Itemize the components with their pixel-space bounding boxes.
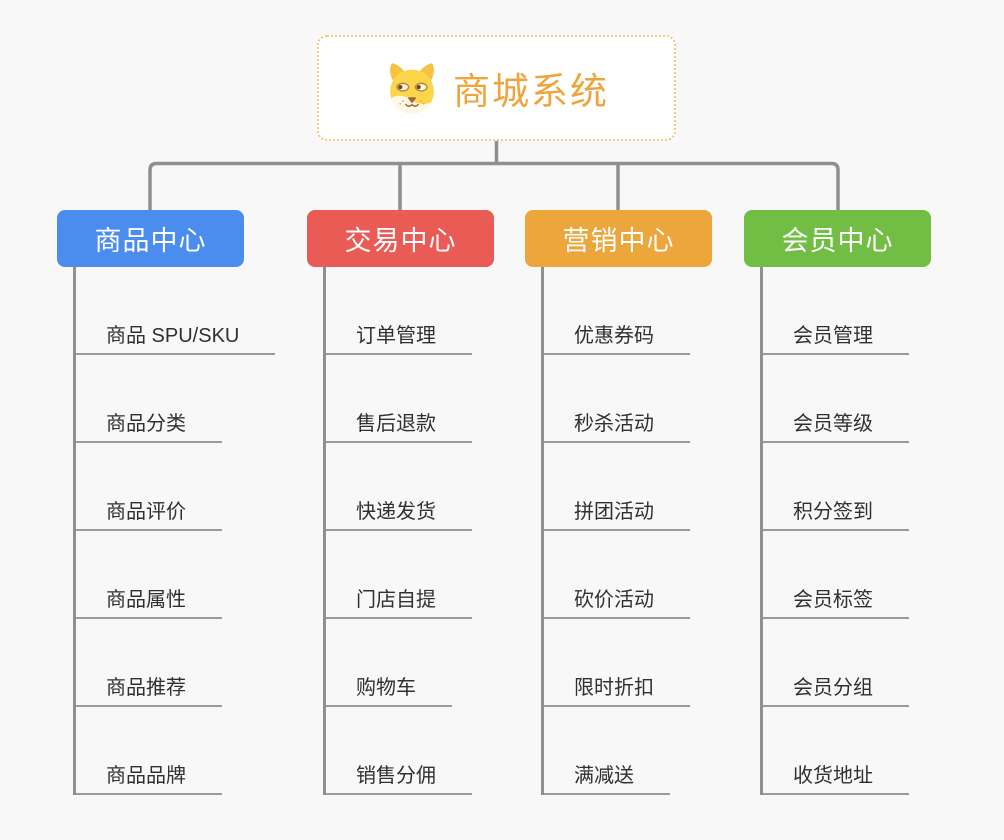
leaf-row: 秒杀活动 — [544, 355, 712, 443]
leaf-node[interactable]: 拼团活动 — [544, 495, 690, 531]
leaf-node[interactable]: 会员分组 — [763, 671, 909, 707]
leaf-row: 会员等级 — [763, 355, 931, 443]
leaf-row: 快递发货 — [326, 443, 494, 531]
leaf-node[interactable]: 商品 SPU/SKU — [76, 319, 276, 355]
branch-label: 会员中心 — [781, 226, 894, 256]
leaf-row: 满减送 — [544, 707, 712, 795]
branch-leaves: 订单管理 售后退款 快递发货 门店自提 购物车 销售分佣 — [323, 267, 494, 795]
leaf-row: 砍价活动 — [544, 531, 712, 619]
tree-connectors — [148, 140, 840, 211]
leaf-row: 商品分类 — [76, 355, 244, 443]
leaf-node[interactable]: 门店自提 — [326, 583, 472, 619]
leaf-node[interactable]: 会员标签 — [763, 583, 909, 619]
leaf-node[interactable]: 优惠券码 — [544, 319, 690, 355]
leaf-node[interactable]: 积分签到 — [763, 495, 909, 531]
branch-label: 交易中心 — [344, 226, 457, 256]
leaf-row: 限时折扣 — [544, 619, 712, 707]
root-title: 商城系统 — [453, 71, 609, 112]
branch-header-product-center[interactable]: 商品中心 — [57, 210, 244, 267]
leaf-row: 积分签到 — [763, 443, 931, 531]
leaf-row: 收货地址 — [763, 707, 931, 795]
leaf-node[interactable]: 购物车 — [326, 671, 452, 707]
leaf-row: 会员分组 — [763, 619, 931, 707]
leaf-row: 会员标签 — [763, 531, 931, 619]
branch-rail-line — [148, 161, 840, 211]
leaf-node[interactable]: 售后退款 — [326, 407, 472, 443]
branch-marketing-center: 营销中心 优惠券码 秒杀活动 拼团活动 砍价活动 限时折扣 满减送 — [525, 210, 712, 795]
leaf-row: 售后退款 — [326, 355, 494, 443]
leaf-node[interactable]: 会员管理 — [763, 319, 909, 355]
branch-header-marketing-center[interactable]: 营销中心 — [525, 210, 712, 267]
branch-leaves: 会员管理 会员等级 积分签到 会员标签 会员分组 收货地址 — [760, 267, 931, 795]
leaf-node[interactable]: 满减送 — [544, 759, 670, 795]
branch-header-member-center[interactable]: 会员中心 — [744, 210, 931, 267]
root-node[interactable]: 商城系统 — [317, 35, 676, 141]
leaf-node[interactable]: 秒杀活动 — [544, 407, 690, 443]
leaf-row: 商品品牌 — [76, 707, 244, 795]
leaf-node[interactable]: 商品属性 — [76, 583, 222, 619]
branch-product-center: 商品中心 商品 SPU/SKU 商品分类 商品评价 商品属性 商品推荐 商品品牌 — [57, 210, 276, 795]
branch-label: 营销中心 — [562, 226, 675, 256]
leaf-row: 商品 SPU/SKU — [76, 267, 276, 355]
leaf-node[interactable]: 订单管理 — [326, 319, 472, 355]
leaf-row: 购物车 — [326, 619, 494, 707]
branch-leaves: 优惠券码 秒杀活动 拼团活动 砍价活动 限时折扣 满减送 — [541, 267, 712, 795]
branch-trade-center: 交易中心 订单管理 售后退款 快递发货 门店自提 购物车 销售分佣 — [307, 210, 494, 795]
leaf-node[interactable]: 商品推荐 — [76, 671, 222, 707]
leaf-node[interactable]: 商品评价 — [76, 495, 222, 531]
leaf-node[interactable]: 商品品牌 — [76, 759, 222, 795]
branch-member-center: 会员中心 会员管理 会员等级 积分签到 会员标签 会员分组 收货地址 — [744, 210, 931, 795]
branch-label: 商品中心 — [94, 226, 207, 256]
leaf-row: 门店自提 — [326, 531, 494, 619]
leaf-node[interactable]: 商品分类 — [76, 407, 222, 443]
leaf-node[interactable]: 限时折扣 — [544, 671, 690, 707]
leaf-node[interactable]: 收货地址 — [763, 759, 909, 795]
leaf-node[interactable]: 会员等级 — [763, 407, 909, 443]
leaf-row: 商品评价 — [76, 443, 244, 531]
leaf-node[interactable]: 快递发货 — [326, 495, 472, 531]
branch-leaves: 商品 SPU/SKU 商品分类 商品评价 商品属性 商品推荐 商品品牌 — [73, 267, 276, 795]
leaf-row: 优惠券码 — [544, 267, 712, 355]
leaf-row: 订单管理 — [326, 267, 494, 355]
leaf-row: 商品属性 — [76, 531, 244, 619]
leaf-row: 销售分佣 — [326, 707, 494, 795]
leaf-row: 会员管理 — [763, 267, 931, 355]
leaf-node[interactable]: 销售分佣 — [326, 759, 472, 795]
leaf-row: 商品推荐 — [76, 619, 244, 707]
leaf-row: 拼团活动 — [544, 443, 712, 531]
leaf-node[interactable]: 砍价活动 — [544, 583, 690, 619]
dog-face-icon — [390, 63, 434, 114]
branch-header-trade-center[interactable]: 交易中心 — [307, 210, 494, 267]
